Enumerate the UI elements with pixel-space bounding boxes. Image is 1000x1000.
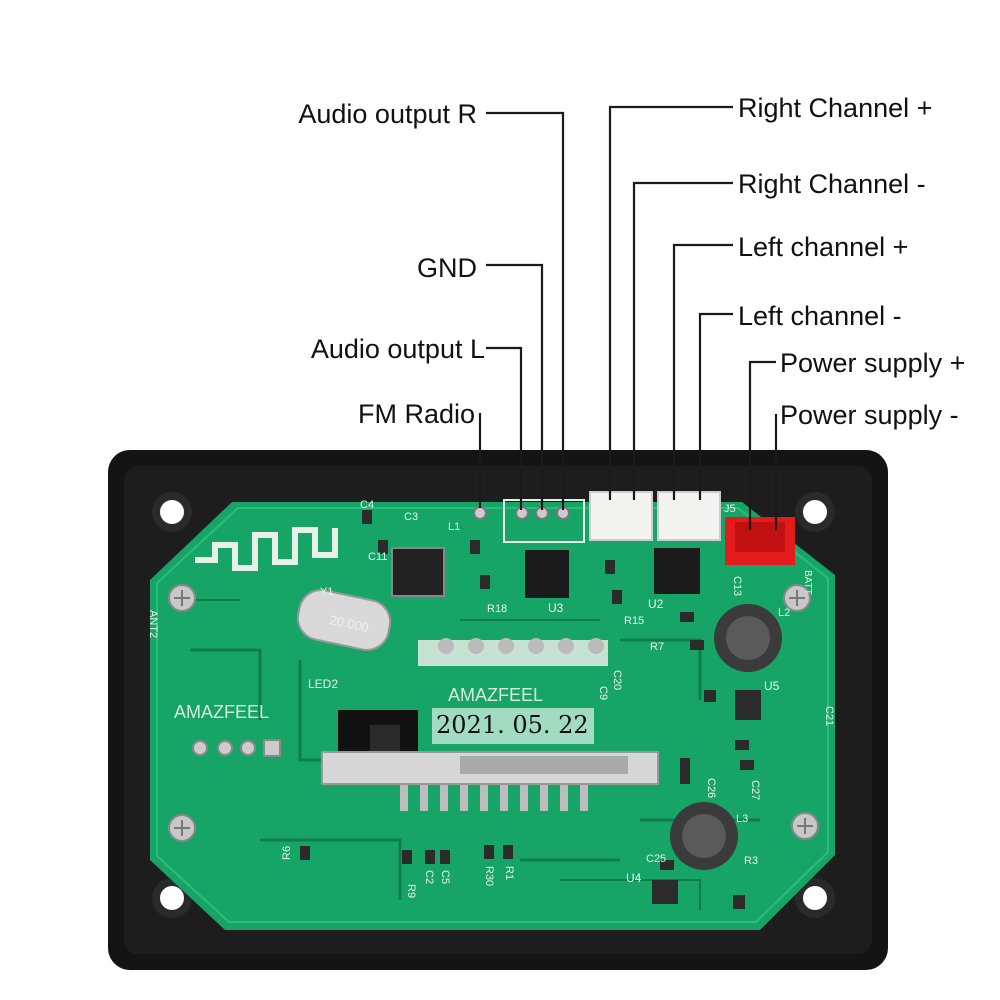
amp-chip-u2 (654, 548, 700, 594)
label-audio-output-r: Audio output R (298, 99, 477, 129)
board-date: 2021. 05. 22 (436, 711, 589, 739)
main-ic (391, 547, 445, 597)
silk-c25: C25 (646, 853, 666, 865)
silk-u4: U4 (626, 871, 642, 885)
silk-r30: R30 (483, 866, 495, 886)
label-power-supply-minus: Power supply - (780, 400, 959, 430)
amp-chip-u3 (525, 550, 569, 598)
connector-left-channel (657, 491, 721, 541)
silk-c27: C27 (749, 780, 761, 800)
pcb-antenna (195, 527, 338, 571)
silk-r15: R15 (624, 615, 644, 627)
smd-components (300, 510, 761, 909)
leader-lines (478, 105, 778, 530)
label-right-channel-plus: Right Channel + (738, 93, 933, 123)
silk-ant: ANT2 (147, 610, 159, 638)
silk-y1: Y1 (320, 586, 333, 598)
silk-c20: C20 (611, 670, 623, 690)
silk-r6: R6 (281, 846, 293, 860)
leader-power-supply-plus (748, 360, 776, 530)
silk-l3: L3 (736, 813, 748, 825)
silk-r18: R18 (487, 603, 507, 615)
label-audio-output-l: Audio output L (310, 334, 485, 364)
silk-l1: L1 (448, 521, 460, 533)
brand-center: AMAZFEEL (448, 685, 543, 705)
silk-u2: U2 (648, 597, 664, 611)
leader-audio-output-l (486, 346, 523, 510)
silk-c21: C21 (823, 706, 835, 726)
silk-c13: C13 (731, 576, 743, 596)
silk-l2: L2 (778, 607, 790, 619)
leader-gnd (486, 263, 544, 510)
silk-r7: R7 (650, 641, 664, 653)
silk-u5: U5 (764, 679, 780, 693)
sd-card-pins (400, 785, 588, 811)
brand-left: AMAZFEEL (174, 702, 269, 722)
leader-right-channel-plus (608, 105, 733, 500)
label-fm-radio: FM Radio (357, 399, 475, 429)
silk-c26: C26 (705, 778, 717, 798)
label-left-channel-minus: Left channel - (738, 301, 902, 331)
silk-j5: J5 (724, 503, 736, 515)
leader-left-channel-plus (672, 243, 733, 500)
silk-c4: C4 (360, 499, 374, 511)
crystal-oscillator (296, 589, 392, 651)
label-right-channel-minus: Right Channel - (738, 169, 926, 199)
silk-batt: BATT (802, 570, 813, 595)
silk-r9: R9 (405, 884, 417, 898)
silk-r1: R1 (503, 866, 515, 880)
silk-c9: C9 (597, 686, 609, 700)
silk-led: LED2 (308, 677, 338, 691)
label-power-supply-plus: Power supply + (780, 348, 966, 378)
silk-u3: U3 (548, 601, 564, 615)
silk-c11: C11 (368, 551, 387, 563)
silk-c5: C5 (439, 870, 451, 884)
leader-left-channel-minus (698, 312, 733, 500)
connector-right-channel (589, 491, 653, 541)
label-left-channel-plus: Left channel + (738, 232, 909, 262)
silk-c3: C3 (404, 511, 418, 523)
leader-right-channel-minus (632, 181, 733, 500)
silk-r3: R3 (744, 855, 758, 867)
fm-radio-pad (473, 506, 487, 520)
leader-audio-output-r (486, 111, 565, 510)
silk-c2: C2 (423, 870, 435, 884)
label-gnd: GND (417, 253, 477, 283)
date-label-sticker (432, 708, 594, 744)
